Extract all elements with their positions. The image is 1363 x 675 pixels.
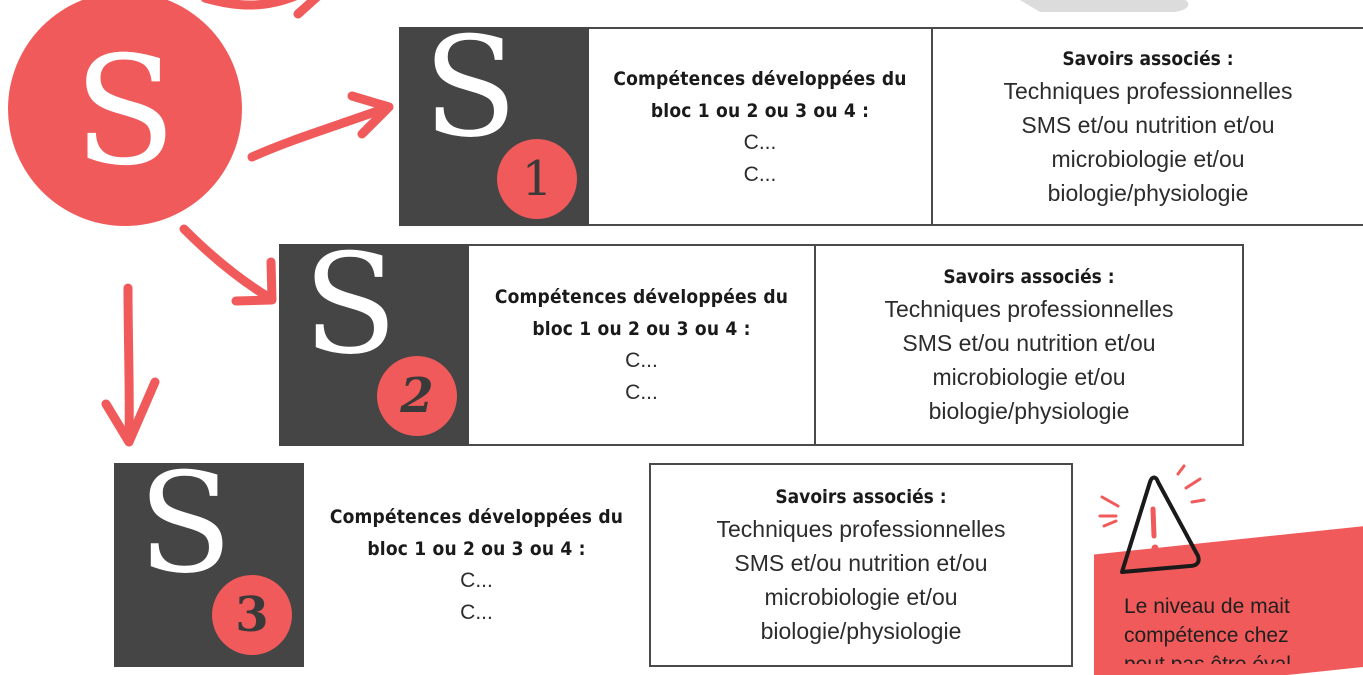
badge-letter: S — [303, 244, 398, 385]
warning-note: Le niveau de mait compétence chez peut p… — [1094, 464, 1363, 675]
badge-letter: S — [423, 27, 518, 168]
situation-row-3: S 3 Compétences développées du bloc 1 ou… — [114, 463, 1073, 667]
competence-item: C... — [625, 381, 658, 404]
savoir-line: SMS et/ou nutrition et/ou — [734, 550, 988, 576]
situation-badge-2: S 2 — [279, 244, 469, 446]
savoir-line: microbiologie et/ou — [1051, 145, 1245, 172]
savoir-line: Techniques professionnelles — [1003, 77, 1293, 104]
savoir-line: SMS et/ou nutrition et/ou — [902, 330, 1156, 356]
savoir-line: Techniques professionnelles — [884, 296, 1174, 322]
savoir-line: microbiologie et/ou — [932, 364, 1126, 390]
warning-line: Le niveau de mait — [1124, 595, 1290, 618]
savoir-line: Techniques professionnelles — [716, 516, 1006, 542]
situation-badge-3: S 3 — [114, 463, 304, 667]
main-s-letter: S — [73, 25, 177, 199]
situation-row-2: S 2 Compétences développées du bloc 1 ou… — [279, 244, 1244, 446]
savoirs-box: Savoirs associés : Techniques profession… — [931, 27, 1363, 226]
competences-heading-line1: Compétences développées du — [494, 286, 789, 308]
savoirs-heading: Savoirs associés : — [1062, 47, 1234, 70]
arrow-to-s1 — [247, 91, 394, 162]
main-s-badge: S — [8, 0, 242, 226]
savoirs-heading: Savoirs associés : — [775, 486, 947, 508]
competences-heading-line2: bloc 1 ou 2 ou 3 ou 4 : — [650, 99, 870, 122]
competence-item: C... — [743, 130, 777, 154]
arrow-to-s3 — [101, 283, 160, 447]
top-arrow — [200, 0, 321, 19]
arrow-to-s2 — [179, 224, 277, 306]
badge-letter: S — [138, 463, 233, 604]
competences-heading-line1: Compétences développées du — [613, 67, 907, 90]
warning-triangle-icon — [1098, 464, 1206, 574]
savoirs-box: Savoirs associés : Techniques profession… — [814, 244, 1244, 446]
competences-heading-line2: bloc 1 ou 2 ou 3 ou 4 : — [532, 318, 751, 340]
savoir-line: biologie/physiologie — [760, 618, 962, 644]
badge-number: 3 — [212, 575, 292, 655]
competence-item: C... — [743, 162, 777, 186]
savoir-line: biologie/physiologie — [928, 398, 1130, 424]
savoir-line: SMS et/ou nutrition et/ou — [1021, 111, 1275, 138]
savoir-line: microbiologie et/ou — [764, 584, 958, 610]
savoirs-heading: Savoirs associés : — [943, 266, 1115, 288]
competences-heading-line1: Compétences développées du — [329, 506, 624, 528]
competence-item: C... — [625, 349, 658, 372]
situation-row-1: S 1 Compétences développées du bloc 1 ou… — [399, 27, 1363, 226]
warning-line: peut pas être éval — [1124, 650, 1363, 664]
competences-box: Compétences développées du bloc 1 ou 2 o… — [304, 463, 649, 667]
warning-line: compétence chez — [1124, 624, 1289, 647]
competences-box: Compétences développées du bloc 1 ou 2 o… — [589, 27, 931, 226]
competences-heading-line2: bloc 1 ou 2 ou 3 ou 4 : — [367, 538, 586, 560]
competence-item: C... — [460, 569, 493, 592]
savoirs-box: Savoirs associés : Techniques profession… — [649, 463, 1073, 667]
savoir-line: biologie/physiologie — [1047, 179, 1249, 206]
badge-number: 2 — [377, 356, 457, 436]
situation-badge-1: S 1 — [399, 27, 589, 226]
warning-text: Le niveau de mait compétence chez peut p… — [1124, 592, 1363, 664]
badge-number: 1 — [497, 139, 577, 219]
competence-item: C... — [460, 601, 493, 624]
gray-shape — [1020, 0, 1189, 12]
competences-box: Compétences développées du bloc 1 ou 2 o… — [469, 244, 814, 446]
